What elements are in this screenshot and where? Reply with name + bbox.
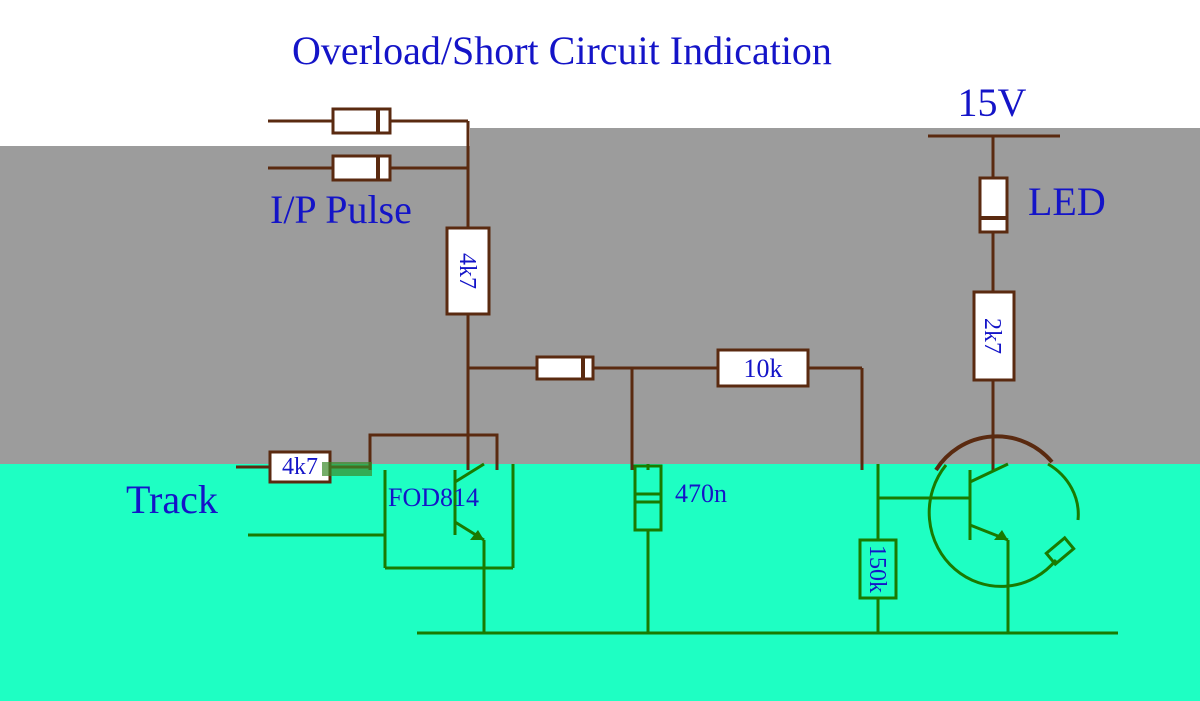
input-label: I/P Pulse (270, 187, 412, 232)
opto-emitter-arrow (470, 530, 484, 540)
page-title: Overload/Short Circuit Indication (292, 28, 832, 73)
optocoupler-label: FOD814 (388, 483, 479, 512)
transistor-emitter-arrow (994, 530, 1008, 540)
resistor-4k7-input: 4k7 (445, 226, 491, 316)
led-label: LED (1028, 179, 1106, 224)
upper-wiring (236, 119, 1060, 470)
resistor-150k: 150k (858, 538, 898, 600)
resistor-4k7-input-label: 4k7 (454, 253, 480, 289)
node-diode (535, 355, 595, 381)
track-resistor-smudge (322, 462, 372, 476)
resistor-150k-label: 150k (864, 545, 890, 593)
resistor-4k7-track-label: 4k7 (282, 454, 318, 480)
resistor-2k7: 2k7 (972, 290, 1016, 382)
transistor-tab (1044, 535, 1076, 567)
track-label: Track (126, 477, 218, 522)
capacitor-470n (633, 464, 663, 532)
input-diode-1 (331, 107, 392, 135)
supply-label: 15V (958, 80, 1027, 125)
transistor-circle-upper (934, 434, 1054, 472)
lower-wiring (248, 462, 1118, 635)
input-diode-2 (331, 154, 392, 182)
resistor-10k-label: 10k (744, 354, 783, 383)
led (978, 176, 1009, 234)
resistor-10k: 10k (716, 348, 810, 388)
resistor-2k7-label: 2k7 (979, 318, 1005, 354)
capacitor-label: 470n (675, 479, 727, 508)
resistor-4k7-track: 4k7 (268, 450, 332, 484)
background-teal-band (0, 464, 1200, 701)
